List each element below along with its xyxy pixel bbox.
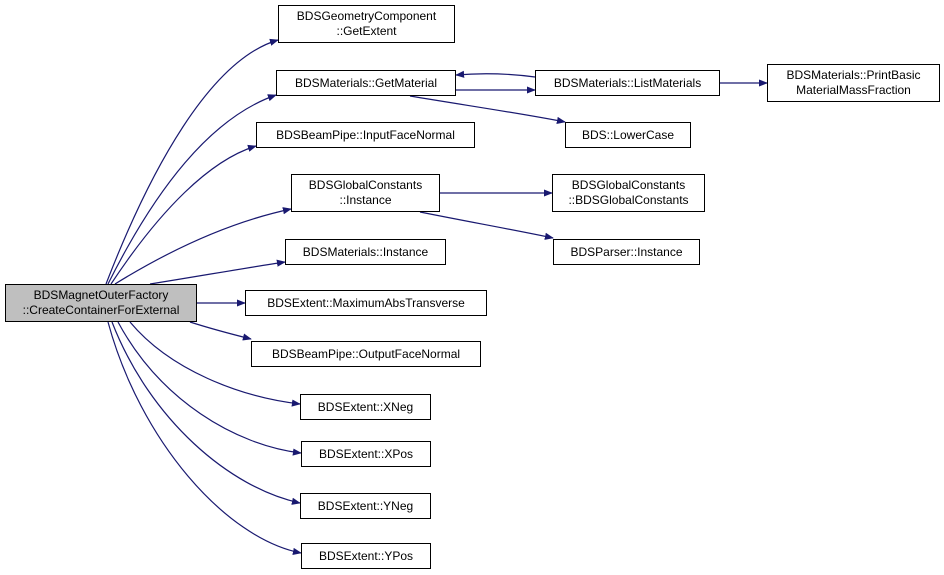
node-materials-get-material[interactable]: BDSMaterials::GetMaterial (276, 70, 456, 96)
node-global-constants-constructor[interactable]: BDSGlobalConstants ::BDSGlobalConstants (552, 174, 705, 212)
node-label-line: BDSExtent::XNeg (317, 399, 414, 414)
node-extent-maximum-abs-transverse[interactable]: BDSExtent::MaximumAbsTransverse (245, 290, 487, 316)
node-label-line: BDS::LowerCase (581, 127, 675, 142)
node-label-line: BDSExtent::MaximumAbsTransverse (267, 295, 465, 310)
node-extent-ypos[interactable]: BDSExtent::YPos (301, 543, 431, 569)
node-label-line: BDSGlobalConstants (571, 178, 686, 192)
node-label-line: ::CreateContainerForExternal (22, 303, 180, 317)
node-label-line: BDSExtent::XPos (318, 446, 414, 461)
edge-to-yneg (111, 321, 301, 505)
node-label-line: BDSGlobalConstants (308, 178, 423, 192)
node-parser-instance[interactable]: BDSParser::Instance (553, 239, 700, 265)
node-beampipe-input-face-normal[interactable]: BDSBeamPipe::InputFaceNormal (256, 122, 475, 148)
node-label-line: BDSExtent::YNeg (317, 498, 414, 513)
node-label-line: BDSMaterials::ListMaterials (553, 75, 702, 90)
node-extent-xpos[interactable]: BDSExtent::XPos (301, 441, 431, 467)
node-label-line: BDSParser::Instance (570, 244, 683, 259)
node-label-line: ::BDSGlobalConstants (568, 193, 689, 207)
node-label-line: BDSMaterials::Instance (302, 244, 429, 259)
edge-to-xneg (129, 321, 301, 407)
node-materials-print-basic-mass-fraction[interactable]: BDSMaterials::PrintBasic MaterialMassFra… (767, 64, 940, 102)
node-geometry-component-get-extent[interactable]: BDSGeometryComponent ::GetExtent (278, 5, 455, 43)
node-label-line: ::GetExtent (336, 24, 397, 38)
node-label-line: BDSBeamPipe::OutputFaceNormal (271, 346, 461, 361)
edge-to-output-face-normal (189, 321, 252, 341)
edge-get-material-to-lower-case (409, 95, 566, 124)
node-beampipe-output-face-normal[interactable]: BDSBeamPipe::OutputFaceNormal (251, 341, 481, 367)
edge-global-constants-to-parser (419, 211, 554, 240)
node-label-line: BDSMagnetOuterFactory (33, 288, 169, 302)
edge-to-geometry-extent (105, 38, 279, 285)
edge-to-get-material (107, 94, 277, 285)
edge-to-ypos (107, 321, 302, 555)
node-create-container-for-external[interactable]: BDSMagnetOuterFactory ::CreateContainerF… (5, 284, 197, 322)
node-label-line: BDSMaterials::GetMaterial (294, 75, 438, 90)
node-label-line: MaterialMassFraction (796, 83, 911, 97)
node-extent-xneg[interactable]: BDSExtent::XNeg (300, 394, 431, 420)
edge-to-materials-instance (149, 259, 286, 285)
node-extent-yneg[interactable]: BDSExtent::YNeg (300, 493, 431, 519)
node-label-line: BDSBeamPipe::InputFaceNormal (276, 127, 455, 142)
node-label-line: ::Instance (339, 193, 392, 207)
node-global-constants-instance[interactable]: BDSGlobalConstants ::Instance (291, 174, 440, 212)
node-label-line: BDSGeometryComponent (296, 9, 437, 23)
node-label-line: BDSExtent::YPos (318, 548, 414, 563)
edge-to-input-face-normal (110, 144, 257, 285)
edge-list-materials-to-get-material (455, 70, 536, 78)
node-materials-list-materials[interactable]: BDSMaterials::ListMaterials (535, 70, 720, 96)
node-materials-instance[interactable]: BDSMaterials::Instance (285, 239, 446, 265)
node-label-line: BDSMaterials::PrintBasic (786, 68, 921, 82)
edge-to-global-constants (114, 207, 292, 285)
edge-to-xpos (117, 321, 302, 456)
node-bds-lower-case[interactable]: BDS::LowerCase (565, 122, 691, 148)
